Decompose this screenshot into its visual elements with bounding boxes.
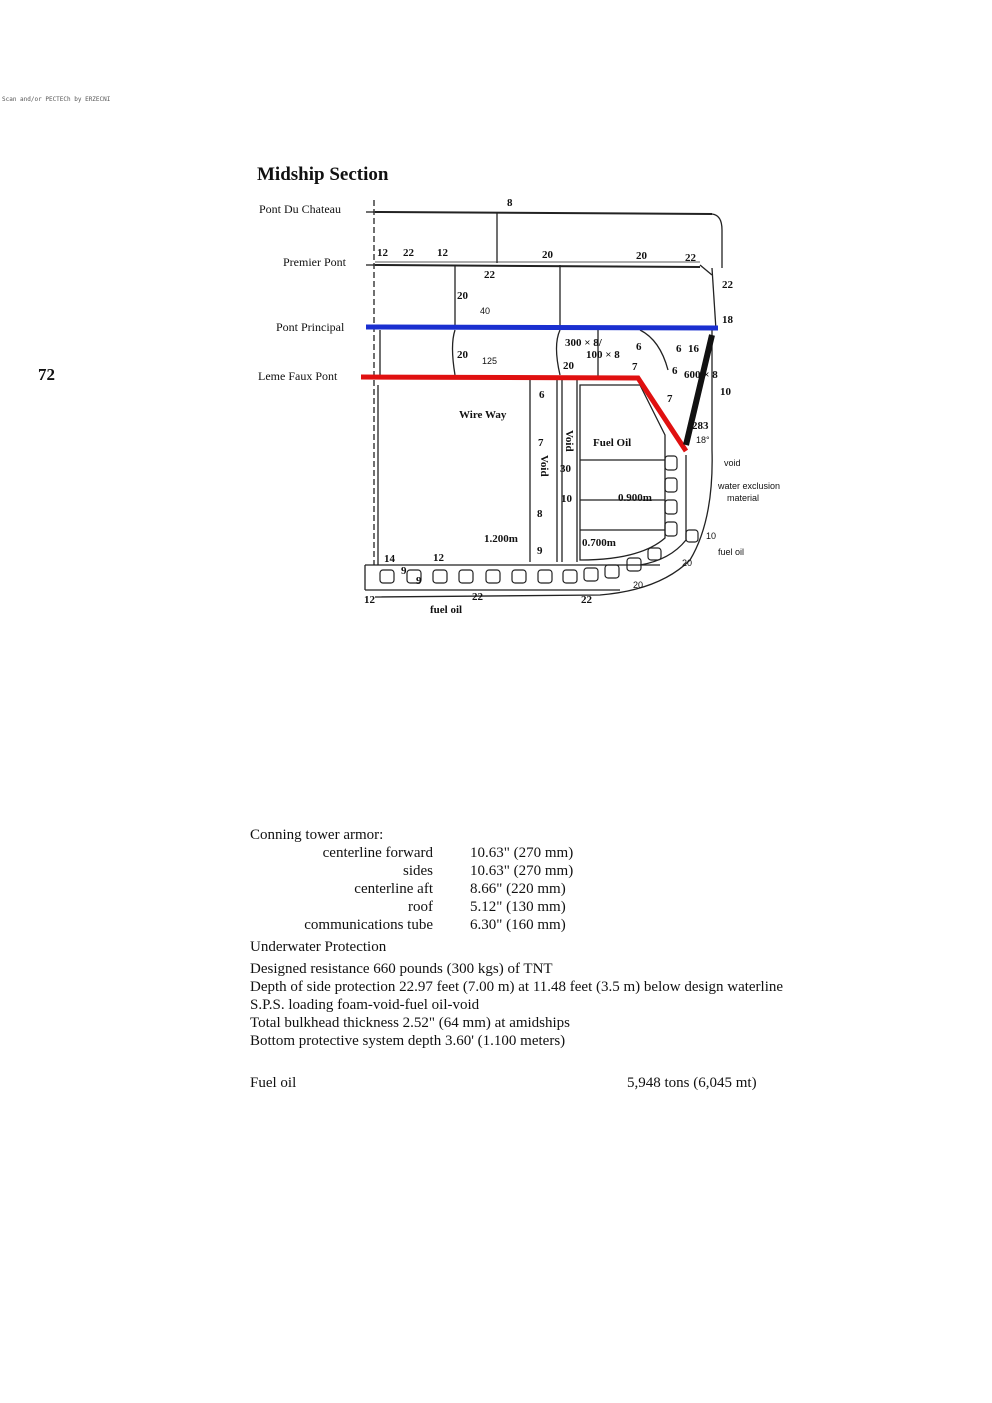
scan-note: Scan and/or PECTECh by ERZECNI <box>2 96 111 103</box>
conning-row: centerline aft 8.66" (220 mm) <box>250 880 783 898</box>
conning-tower-heading: Conning tower armor: <box>250 827 384 843</box>
fuel-oil-label: Fuel oil <box>250 1075 297 1091</box>
label-db-9b: 9 <box>416 575 422 587</box>
label-fuel-oil-center: Fuel Oil <box>593 437 631 449</box>
label-beam-300: 300 × 8/ <box>565 337 603 349</box>
label-water-exclusion: water exclusion <box>717 481 780 491</box>
label-side-10: 10 <box>706 531 716 541</box>
label-belt-7: 7 <box>667 393 673 405</box>
conning-label: roof <box>408 899 433 915</box>
label-side-22: 22 <box>722 279 734 291</box>
label-void-vertical2: Void <box>563 430 575 452</box>
label-dim-0700: 0.700m <box>582 537 616 549</box>
label-belt-6b: 6 <box>672 365 678 377</box>
fuel-oil-value: 5,948 tons (6,045 mt) <box>627 1075 757 1091</box>
label-armor-40: 40 <box>480 306 490 316</box>
leme-faux-pont-line <box>360 374 689 453</box>
conning-label: centerline forward <box>322 845 433 861</box>
label-belt-10: 10 <box>720 386 732 398</box>
label-belt-16: 16 <box>688 343 700 355</box>
belt-armor <box>683 334 715 446</box>
label-material: material <box>727 493 759 503</box>
label-bottom-12: 12 <box>433 552 445 564</box>
diagram-labels: 8 12 22 12 20 20 22 22 22 20 40 18 300 ×… <box>364 197 780 616</box>
underwater-heading: Underwater Protection <box>250 939 387 955</box>
label-side-20: 20 <box>682 558 692 568</box>
conning-label: communications tube <box>304 917 433 933</box>
label-belt-283: 283 <box>692 420 709 432</box>
conning-value: 10.63" (270 mm) <box>470 863 574 879</box>
label-void: void <box>724 458 741 468</box>
label-ww-7: 7 <box>538 437 544 449</box>
conning-label: centerline aft <box>354 881 433 897</box>
label-void-30: 30 <box>560 463 572 475</box>
label-fuel-oil-side: fuel oil <box>718 547 744 557</box>
label-fuel-oil-bottom: fuel oil <box>430 604 462 616</box>
conning-row: centerline forward 10.63" (270 mm) <box>250 844 783 862</box>
label-premier-12b: 12 <box>437 247 449 259</box>
conning-value: 10.63" (270 mm) <box>470 845 574 861</box>
label-db-22b: 22 <box>581 594 593 606</box>
label-dim-1200: 1.200m <box>484 533 518 545</box>
label-premier-20a: 20 <box>542 249 554 261</box>
underwater-line: Total bulkhead thickness 2.52" (64 mm) a… <box>250 1015 571 1031</box>
conning-row: roof 5.12" (130 mm) <box>250 898 783 916</box>
label-dim-0900: 0.900m <box>618 492 652 504</box>
label-top-plate: 8 <box>507 197 513 209</box>
label-ww-6: 6 <box>539 389 545 401</box>
label-side-18: 18 <box>722 314 734 326</box>
label-lower-20: 20 <box>457 349 469 361</box>
label-void-vertical: Void <box>538 455 550 477</box>
specs-block: Conning tower armor: centerline forward 1… <box>250 826 783 1050</box>
hull-structure <box>364 200 723 598</box>
underwater-line: Bottom protective system depth 3.60' (1.… <box>250 1033 566 1049</box>
label-db-12: 12 <box>364 594 376 606</box>
label-bottom-14: 14 <box>384 553 396 565</box>
label-wire-way: Wire Way <box>459 409 507 421</box>
conning-label: sides <box>403 863 433 879</box>
deck-label-pont-principal: Pont Principal <box>276 320 345 334</box>
underwater-line: S.P.S. loading foam-void-fuel oil-void <box>250 997 480 1013</box>
conning-row: sides 10.63" (270 mm) <box>250 862 783 880</box>
label-ww-9: 9 <box>537 545 543 557</box>
deck-label-pont-du-chateau: Pont Du Chateau <box>259 202 341 216</box>
label-db-9a: 9 <box>401 565 407 577</box>
label-premier-20b: 20 <box>636 250 648 262</box>
label-stiff-20: 20 <box>457 290 469 302</box>
label-mid-20: 20 <box>563 360 575 372</box>
label-premier-22: 22 <box>403 247 415 259</box>
label-below-22: 22 <box>484 269 496 281</box>
label-bh-6a: 6 <box>636 341 642 353</box>
label-void-10: 10 <box>561 493 573 505</box>
label-bottom-20: 20 <box>633 580 643 590</box>
conning-value: 5.12" (130 mm) <box>470 899 566 915</box>
label-premier-12: 12 <box>377 247 389 259</box>
conning-row: communications tube 6.30" (160 mm) <box>250 916 783 934</box>
conning-value: 6.30" (160 mm) <box>470 917 566 933</box>
underwater-line: Depth of side protection 22.97 feet (7.0… <box>250 979 784 995</box>
label-belt-600: 600 × 8 <box>684 369 718 381</box>
label-ww-8: 8 <box>537 508 543 520</box>
deck-label-leme-faux-pont: Leme Faux Pont <box>258 369 338 383</box>
section-title: Midship Section <box>257 164 389 185</box>
deck-label-premier-pont: Premier Pont <box>283 255 347 269</box>
midship-section-diagram: Pont Du Chateau Premier Pont Pont Princi… <box>258 197 780 616</box>
double-bottom-cells <box>379 455 699 584</box>
conning-value: 8.66" (220 mm) <box>470 881 566 897</box>
underwater-line: Designed resistance 660 pounds (300 kgs)… <box>250 961 553 977</box>
label-beam-100: 100 × 8 <box>586 349 620 361</box>
label-premier-22b: 22 <box>685 252 697 264</box>
label-db-22: 22 <box>472 591 484 603</box>
label-belt-6: 6 <box>676 343 682 355</box>
pont-principal-line <box>365 324 719 331</box>
page-number: 72 <box>38 365 55 384</box>
label-bh-7a: 7 <box>632 361 638 373</box>
label-belt-angle: 18° <box>696 435 710 445</box>
label-armor-125: 125 <box>482 356 497 366</box>
